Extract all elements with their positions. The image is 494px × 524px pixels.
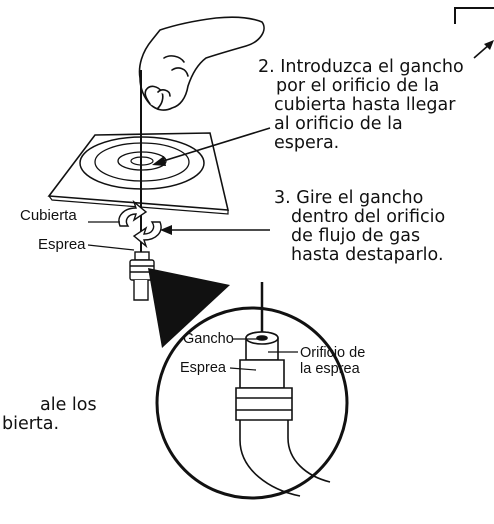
partial-line-1: ale los	[40, 395, 97, 415]
label-orificio-line-2: la esprea	[300, 361, 360, 377]
callout-wedge	[148, 268, 230, 348]
step-2-line-3: cubierta hasta llegar	[274, 95, 456, 115]
partial-text: ale los bierta.	[2, 396, 97, 434]
step3-arrowhead	[160, 225, 172, 235]
step-2-line-2: por el orificio de la	[276, 76, 440, 96]
hand	[138, 16, 265, 111]
step-3-line-1: 3. Gire el gancho	[274, 188, 424, 208]
step-2-line-4: al orificio de la	[274, 114, 403, 134]
step-2-text: 2. Introduzca el gancho por el orificio …	[258, 58, 464, 153]
step2-arrowhead	[152, 156, 166, 166]
label-gancho: Gancho	[183, 331, 234, 347]
step-3-line-2: dentro del orificio	[291, 207, 446, 227]
step-3-line-3: de flujo de gas	[291, 226, 421, 246]
label-cubierta: Cubierta	[20, 207, 77, 224]
step2-arrow	[159, 127, 271, 163]
step-3-text: 3. Gire el gancho dentro del orificio de…	[274, 189, 445, 265]
esprea-leader	[87, 244, 135, 251]
step-2-line-5: espera.	[274, 133, 340, 153]
step-2-line-1: 2. Introduzca el gancho	[258, 57, 464, 77]
top-arrowhead	[484, 40, 494, 50]
label-esprea-detail: Esprea	[180, 360, 226, 376]
label-orificio: Orificio de la esprea	[300, 345, 365, 377]
corner-bracket	[454, 7, 494, 24]
partial-line-2: bierta.	[2, 414, 60, 434]
esprea-detail-leader	[229, 367, 257, 371]
rotation-arrows	[118, 199, 162, 249]
label-esprea: Esprea	[38, 236, 86, 253]
label-orificio-line-1: Orificio de	[300, 345, 366, 361]
step-3-line-4: hasta destaparlo.	[291, 245, 444, 265]
